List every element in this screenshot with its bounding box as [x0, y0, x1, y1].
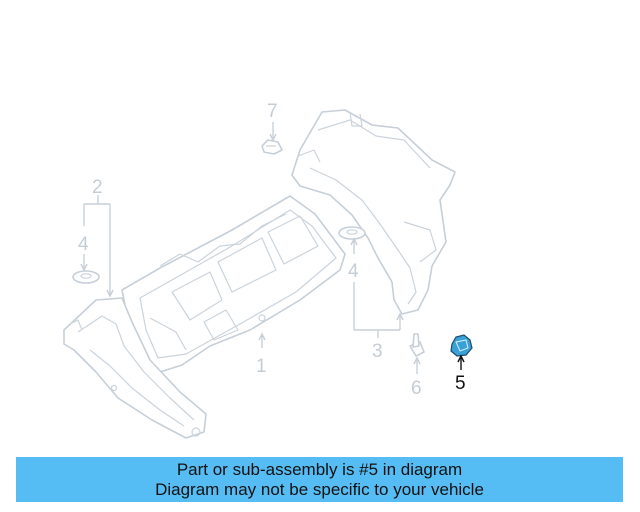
splash-shield-part-3	[291, 109, 456, 315]
callout-4-left: 4	[78, 234, 89, 255]
engine-undercover-part-1	[121, 195, 346, 373]
callout-6: 6	[411, 378, 422, 399]
banner-line-1: Part or sub-assembly is #5 in diagram	[176, 459, 463, 479]
callout-1: 1	[256, 356, 267, 377]
clip-part-7	[261, 139, 283, 155]
banner-line-2: Diagram may not be specific to your vehi…	[155, 479, 484, 499]
washer-part-4-left	[72, 270, 100, 284]
callout-7: 7	[267, 101, 278, 122]
leader-lines	[80, 122, 465, 374]
callout-5: 5	[455, 373, 466, 394]
callout-2: 2	[92, 177, 103, 198]
info-banner: Part or sub-assembly is #5 in diagram Di…	[16, 457, 623, 502]
callout-3: 3	[372, 341, 383, 362]
bolt-part-6	[409, 333, 425, 357]
washer-part-4-right	[338, 226, 366, 240]
nut-part-5-highlighted	[450, 334, 473, 357]
callout-4-right: 4	[348, 261, 359, 282]
splash-shield-part-2	[63, 297, 207, 439]
